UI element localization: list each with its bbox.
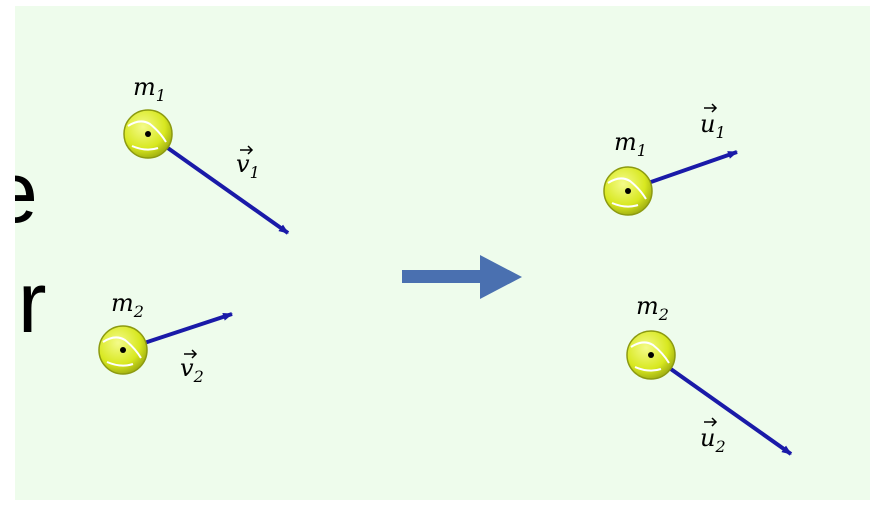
- mass-label-after-2: m2: [636, 292, 669, 324]
- tennis-ball-icon: [98, 325, 148, 375]
- velocity-vector-after-2: [649, 353, 793, 456]
- velocity-label-before-1: v1: [236, 150, 260, 182]
- velocity-vector-before-1: [146, 132, 290, 235]
- velocity-label-after-1: u1: [700, 110, 726, 142]
- velocity-label-before-2: v2: [180, 354, 204, 386]
- vector-arrow-mark: [704, 103, 718, 113]
- tennis-ball-icon: [123, 109, 173, 159]
- vector-arrow-mark: [240, 145, 254, 155]
- velocity-label-after-2: u2: [700, 424, 726, 456]
- vector-arrow-mark: [184, 349, 198, 359]
- mass-label-before-2: m2: [111, 289, 144, 321]
- diagram-panel: [15, 6, 870, 500]
- tennis-ball-icon: [626, 330, 676, 380]
- mass-label-after-1: m1: [614, 128, 647, 160]
- tennis-ball-icon: [603, 166, 653, 216]
- mass-label-before-1: m1: [133, 73, 166, 105]
- right-arrow-icon: [402, 255, 522, 299]
- vector-arrow-mark: [704, 417, 718, 427]
